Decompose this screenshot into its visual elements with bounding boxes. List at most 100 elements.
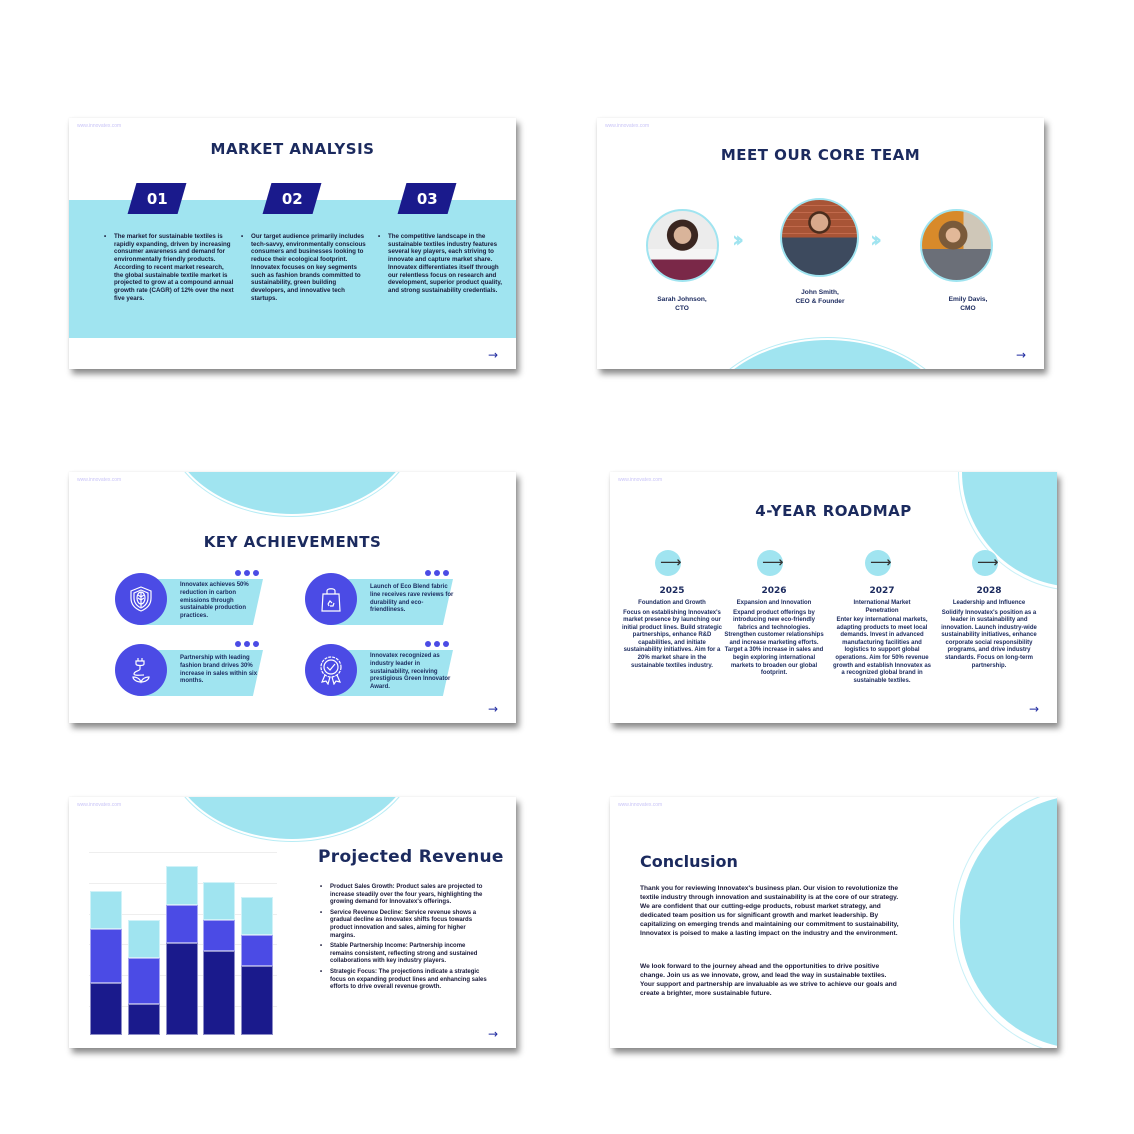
step-description: Focus on establishing Innovatex's market… — [622, 609, 723, 669]
award-badge-icon — [305, 644, 357, 696]
bar-segment — [203, 950, 235, 1035]
step-circle: ⟶ — [655, 550, 682, 576]
column-text-01: • The market for sustainable textiles is … — [104, 233, 234, 302]
bar-segment — [166, 942, 198, 1035]
bar-segment — [241, 935, 273, 966]
member-name: Emily Davis, — [948, 296, 988, 303]
slide-title: MEET OUR CORE TEAM — [720, 146, 921, 164]
bar-segment — [166, 904, 198, 943]
arrow-right-icon: ⟶ — [660, 553, 682, 571]
roadmap-step-2026: ⟶ 2026 Expansion and Innovation Expand p… — [724, 550, 824, 678]
step-circle: ⟶ — [865, 550, 892, 576]
member-role: CMO — [960, 305, 976, 312]
dots-decoration — [425, 641, 449, 647]
step-heading: Foundation and Growth — [638, 600, 706, 606]
bullet-text: Service Revenue Decline: Service revenue… — [330, 909, 477, 939]
bar-segment — [241, 965, 273, 1035]
avatar-john-smith — [780, 198, 859, 277]
bullet: • — [320, 884, 323, 890]
plug-plant-icon — [115, 644, 167, 696]
dots-decoration — [425, 570, 449, 576]
slide-roadmap[interactable]: www.innovatex.com 4-YEAR ROADMAP ⟶ 2025 … — [610, 472, 1057, 723]
stacked-bar — [241, 896, 273, 1035]
next-arrow-icon[interactable]: → — [1028, 702, 1039, 716]
bullet-text: Strategic Focus: The projections indicat… — [330, 968, 487, 991]
revenue-bullets: •Product Sales Growth: Product sales are… — [320, 884, 490, 995]
number-badge-01: 01 — [127, 183, 187, 214]
next-arrow-icon[interactable]: → — [1015, 348, 1026, 362]
column-text: The competitive landscape in the sustain… — [388, 233, 503, 294]
stacked-bar — [203, 881, 235, 1035]
slide-title: 4-YEAR ROADMAP — [755, 502, 912, 520]
shield-leaf-icon — [115, 573, 167, 625]
arrow-right-icon: ⟶ — [762, 553, 784, 571]
decorative-circle — [167, 797, 417, 839]
member-name: John Smith, — [801, 289, 839, 296]
achievement-card: Innovatex achieves 50% reduction in carb… — [115, 570, 265, 625]
site-url: www.innovatex.com — [77, 802, 122, 808]
recycle-bag-icon — [305, 573, 357, 625]
arrow-right-icon: ⟶ — [977, 553, 999, 571]
column-text: The market for sustainable textiles is r… — [114, 233, 234, 302]
slide-market-analysis[interactable]: www.innovatex.com MARKET ANALYSIS 01 02 … — [69, 118, 516, 369]
badge-number: 03 — [416, 189, 438, 208]
badge-number: 01 — [146, 189, 168, 208]
bullet-item: • Strategic Focus: The projections indica… — [320, 969, 490, 992]
site-url: www.innovatex.com — [605, 123, 650, 129]
bar-segment — [128, 958, 160, 1005]
roadmap-step-2025: ⟶ 2025 Foundation and Growth Focus on es… — [622, 550, 722, 670]
slide-conclusion[interactable]: www.innovatex.com Conclusion Thank you f… — [610, 797, 1057, 1048]
achievement-card: Launch of Eco Blend fabric line receives… — [305, 570, 455, 625]
slide-projected-revenue[interactable]: www.innovatex.com Projected Revenue •Pro… — [69, 797, 516, 1048]
bar-segment — [203, 919, 235, 951]
site-url: www.innovatex.com — [618, 477, 663, 483]
bar-segment — [203, 881, 235, 920]
member-sarah-johnson: Sarah Johnson, CTO — [632, 295, 732, 313]
bullet-item: •Service Revenue Decline: Service revenu… — [320, 910, 490, 940]
step-description: Solidify Innovatex's position as a leade… — [941, 609, 1037, 669]
step-heading: Leadership and Influence — [952, 600, 1026, 606]
member-john-smith: John Smith, CEO & Founder — [770, 288, 870, 306]
bar-segment — [128, 919, 160, 959]
decorative-circle — [167, 472, 417, 514]
site-url: www.innovatex.com — [618, 802, 663, 808]
achievement-text: Partnership with leading fashion brand d… — [180, 655, 258, 685]
slide-title: Projected Revenue — [318, 847, 504, 867]
dots-decoration — [235, 641, 259, 647]
slide-core-team[interactable]: www.innovatex.com MEET OUR CORE TEAM ›› … — [597, 118, 1044, 369]
stacked-bar — [166, 866, 198, 1035]
bullet: • — [320, 968, 323, 975]
decorative-arc — [695, 340, 960, 369]
number-badge-02: 02 — [262, 183, 322, 214]
bar-segment — [241, 896, 273, 936]
slide-title: KEY ACHIEVEMENTS — [203, 533, 382, 551]
cyan-band — [69, 200, 516, 338]
badge-number: 02 — [281, 189, 303, 208]
number-badge-03: 03 — [397, 183, 457, 214]
bullet: • — [104, 233, 107, 240]
avatar-sarah-johnson — [646, 209, 719, 282]
conclusion-paragraph-2: We look forward to the journey ahead and… — [640, 963, 897, 997]
achievement-card: Innovatex recognized as industry leader … — [305, 641, 455, 696]
next-arrow-icon[interactable]: → — [487, 702, 498, 716]
bullet: • — [241, 233, 244, 240]
step-year: 2027 — [869, 586, 895, 596]
next-arrow-icon[interactable]: → — [487, 1027, 498, 1041]
next-arrow-icon[interactable]: → — [487, 348, 498, 362]
avatar-emily-davis — [920, 209, 993, 282]
member-name: Sarah Johnson, — [657, 296, 707, 303]
achievement-text: Innovatex recognized as industry leader … — [370, 653, 451, 691]
bullet-item: •Stable Partnership Income: Partnership … — [320, 943, 490, 966]
roadmap-step-2027: ⟶ 2027 International Market Penetration … — [832, 550, 932, 685]
achievement-text: Innovatex achieves 50% reduction in carb… — [180, 582, 249, 620]
stacked-bar — [90, 890, 122, 1035]
step-circle: ⟶ — [972, 550, 999, 576]
step-heading: International Market Penetration — [853, 600, 911, 614]
roadmap-step-2028: ⟶ 2028 Leadership and Influence Solidify… — [939, 550, 1039, 670]
step-description: Enter key international markets, adaptin… — [832, 617, 932, 684]
step-description: Expand product offerings by introducing … — [724, 609, 824, 677]
dots-decoration — [235, 570, 259, 576]
slide-key-achievements[interactable]: www.innovatex.com KEY ACHIEVEMENTS Innov… — [69, 472, 516, 723]
bar-segment — [90, 890, 122, 930]
site-url: www.innovatex.com — [77, 477, 122, 483]
